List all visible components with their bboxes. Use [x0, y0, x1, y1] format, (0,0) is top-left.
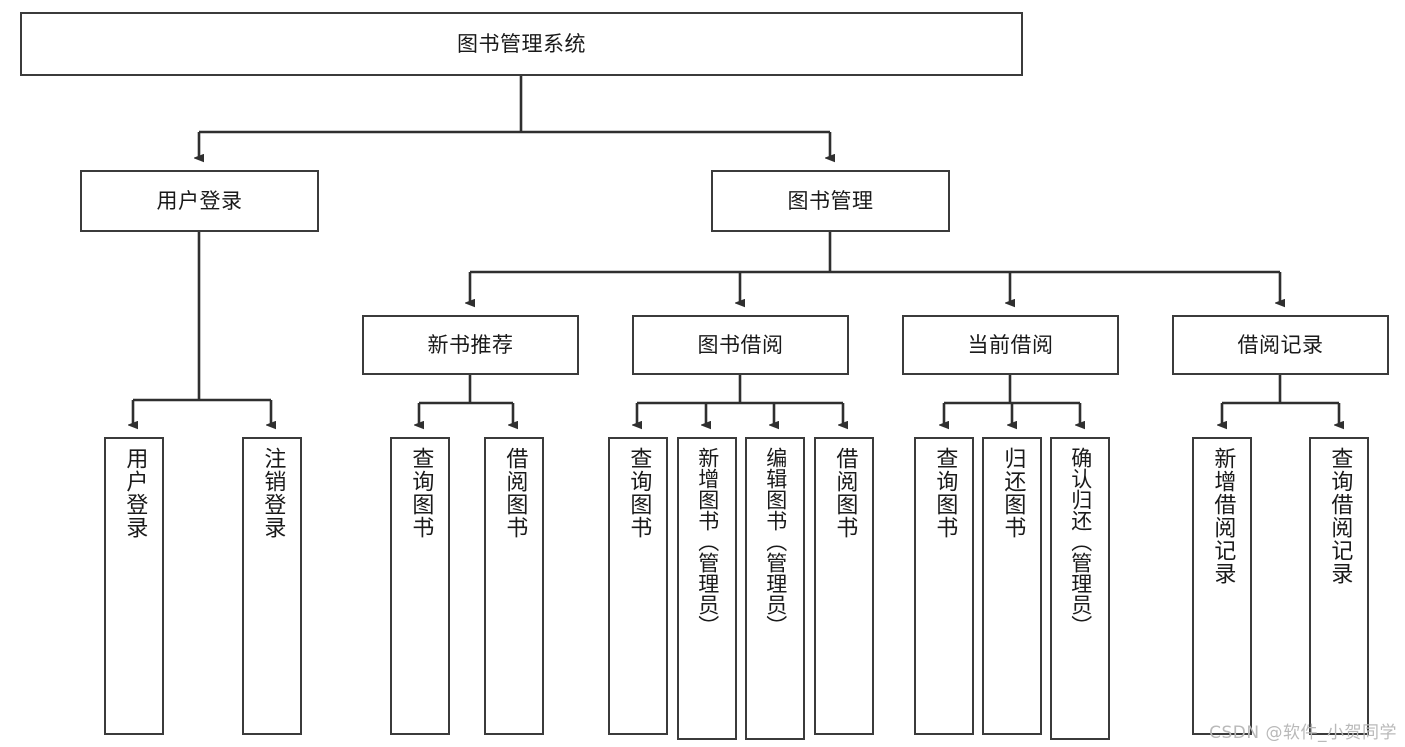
node-leaf-query-book-3[interactable]: 查询图书 [914, 437, 974, 735]
node-user-login[interactable]: 用户登录 [80, 170, 319, 232]
node-leaf-logout-login-label: 注销登录 [260, 447, 286, 539]
node-leaf-confirm-return-label: 确认归还（管理员） [1068, 447, 1093, 636]
node-borrow-record[interactable]: 借阅记录 [1172, 315, 1389, 375]
node-leaf-borrow-book-1[interactable]: 借阅图书 [484, 437, 544, 735]
node-leaf-confirm-return[interactable]: 确认归还（管理员） [1050, 437, 1110, 740]
node-leaf-edit-book[interactable]: 编辑图书（管理员） [745, 437, 805, 740]
node-leaf-return-book-label: 归还图书 [1000, 447, 1026, 539]
node-leaf-return-book[interactable]: 归还图书 [982, 437, 1042, 735]
node-borrow-record-label: 借阅记录 [1237, 332, 1324, 357]
node-book-management-label: 图书管理 [787, 188, 874, 213]
node-leaf-query-book-3-label: 查询图书 [932, 447, 958, 539]
node-leaf-add-book-label: 新增图书（管理员） [695, 447, 720, 636]
node-user-login-label: 用户登录 [156, 188, 243, 213]
node-new-book-recommend-label: 新书推荐 [427, 332, 514, 357]
node-leaf-add-record-label: 新增借阅记录 [1210, 447, 1236, 585]
node-current-borrow-label: 当前借阅 [967, 332, 1054, 357]
node-new-book-recommend[interactable]: 新书推荐 [362, 315, 579, 375]
node-leaf-borrow-book-2-label: 借阅图书 [832, 447, 858, 539]
node-book-borrow[interactable]: 图书借阅 [632, 315, 849, 375]
node-leaf-query-record-label: 查询借阅记录 [1327, 447, 1353, 585]
node-leaf-query-book-2[interactable]: 查询图书 [608, 437, 668, 735]
node-leaf-add-book[interactable]: 新增图书（管理员） [677, 437, 737, 740]
node-leaf-query-record[interactable]: 查询借阅记录 [1309, 437, 1369, 735]
node-leaf-logout-login[interactable]: 注销登录 [242, 437, 302, 735]
node-leaf-query-book-2-label: 查询图书 [626, 447, 652, 539]
node-leaf-borrow-book-1-label: 借阅图书 [502, 447, 528, 539]
node-leaf-query-book-1[interactable]: 查询图书 [390, 437, 450, 735]
node-book-borrow-label: 图书借阅 [697, 332, 784, 357]
node-leaf-add-record[interactable]: 新增借阅记录 [1192, 437, 1252, 735]
node-leaf-query-book-1-label: 查询图书 [408, 447, 434, 539]
node-leaf-user-login[interactable]: 用户登录 [104, 437, 164, 735]
node-root[interactable]: 图书管理系统 [20, 12, 1023, 76]
node-current-borrow[interactable]: 当前借阅 [902, 315, 1119, 375]
node-leaf-borrow-book-2[interactable]: 借阅图书 [814, 437, 874, 735]
node-book-management[interactable]: 图书管理 [711, 170, 950, 232]
node-leaf-user-login-label: 用户登录 [122, 447, 148, 539]
node-leaf-edit-book-label: 编辑图书（管理员） [763, 447, 788, 636]
node-root-label: 图书管理系统 [457, 31, 586, 56]
